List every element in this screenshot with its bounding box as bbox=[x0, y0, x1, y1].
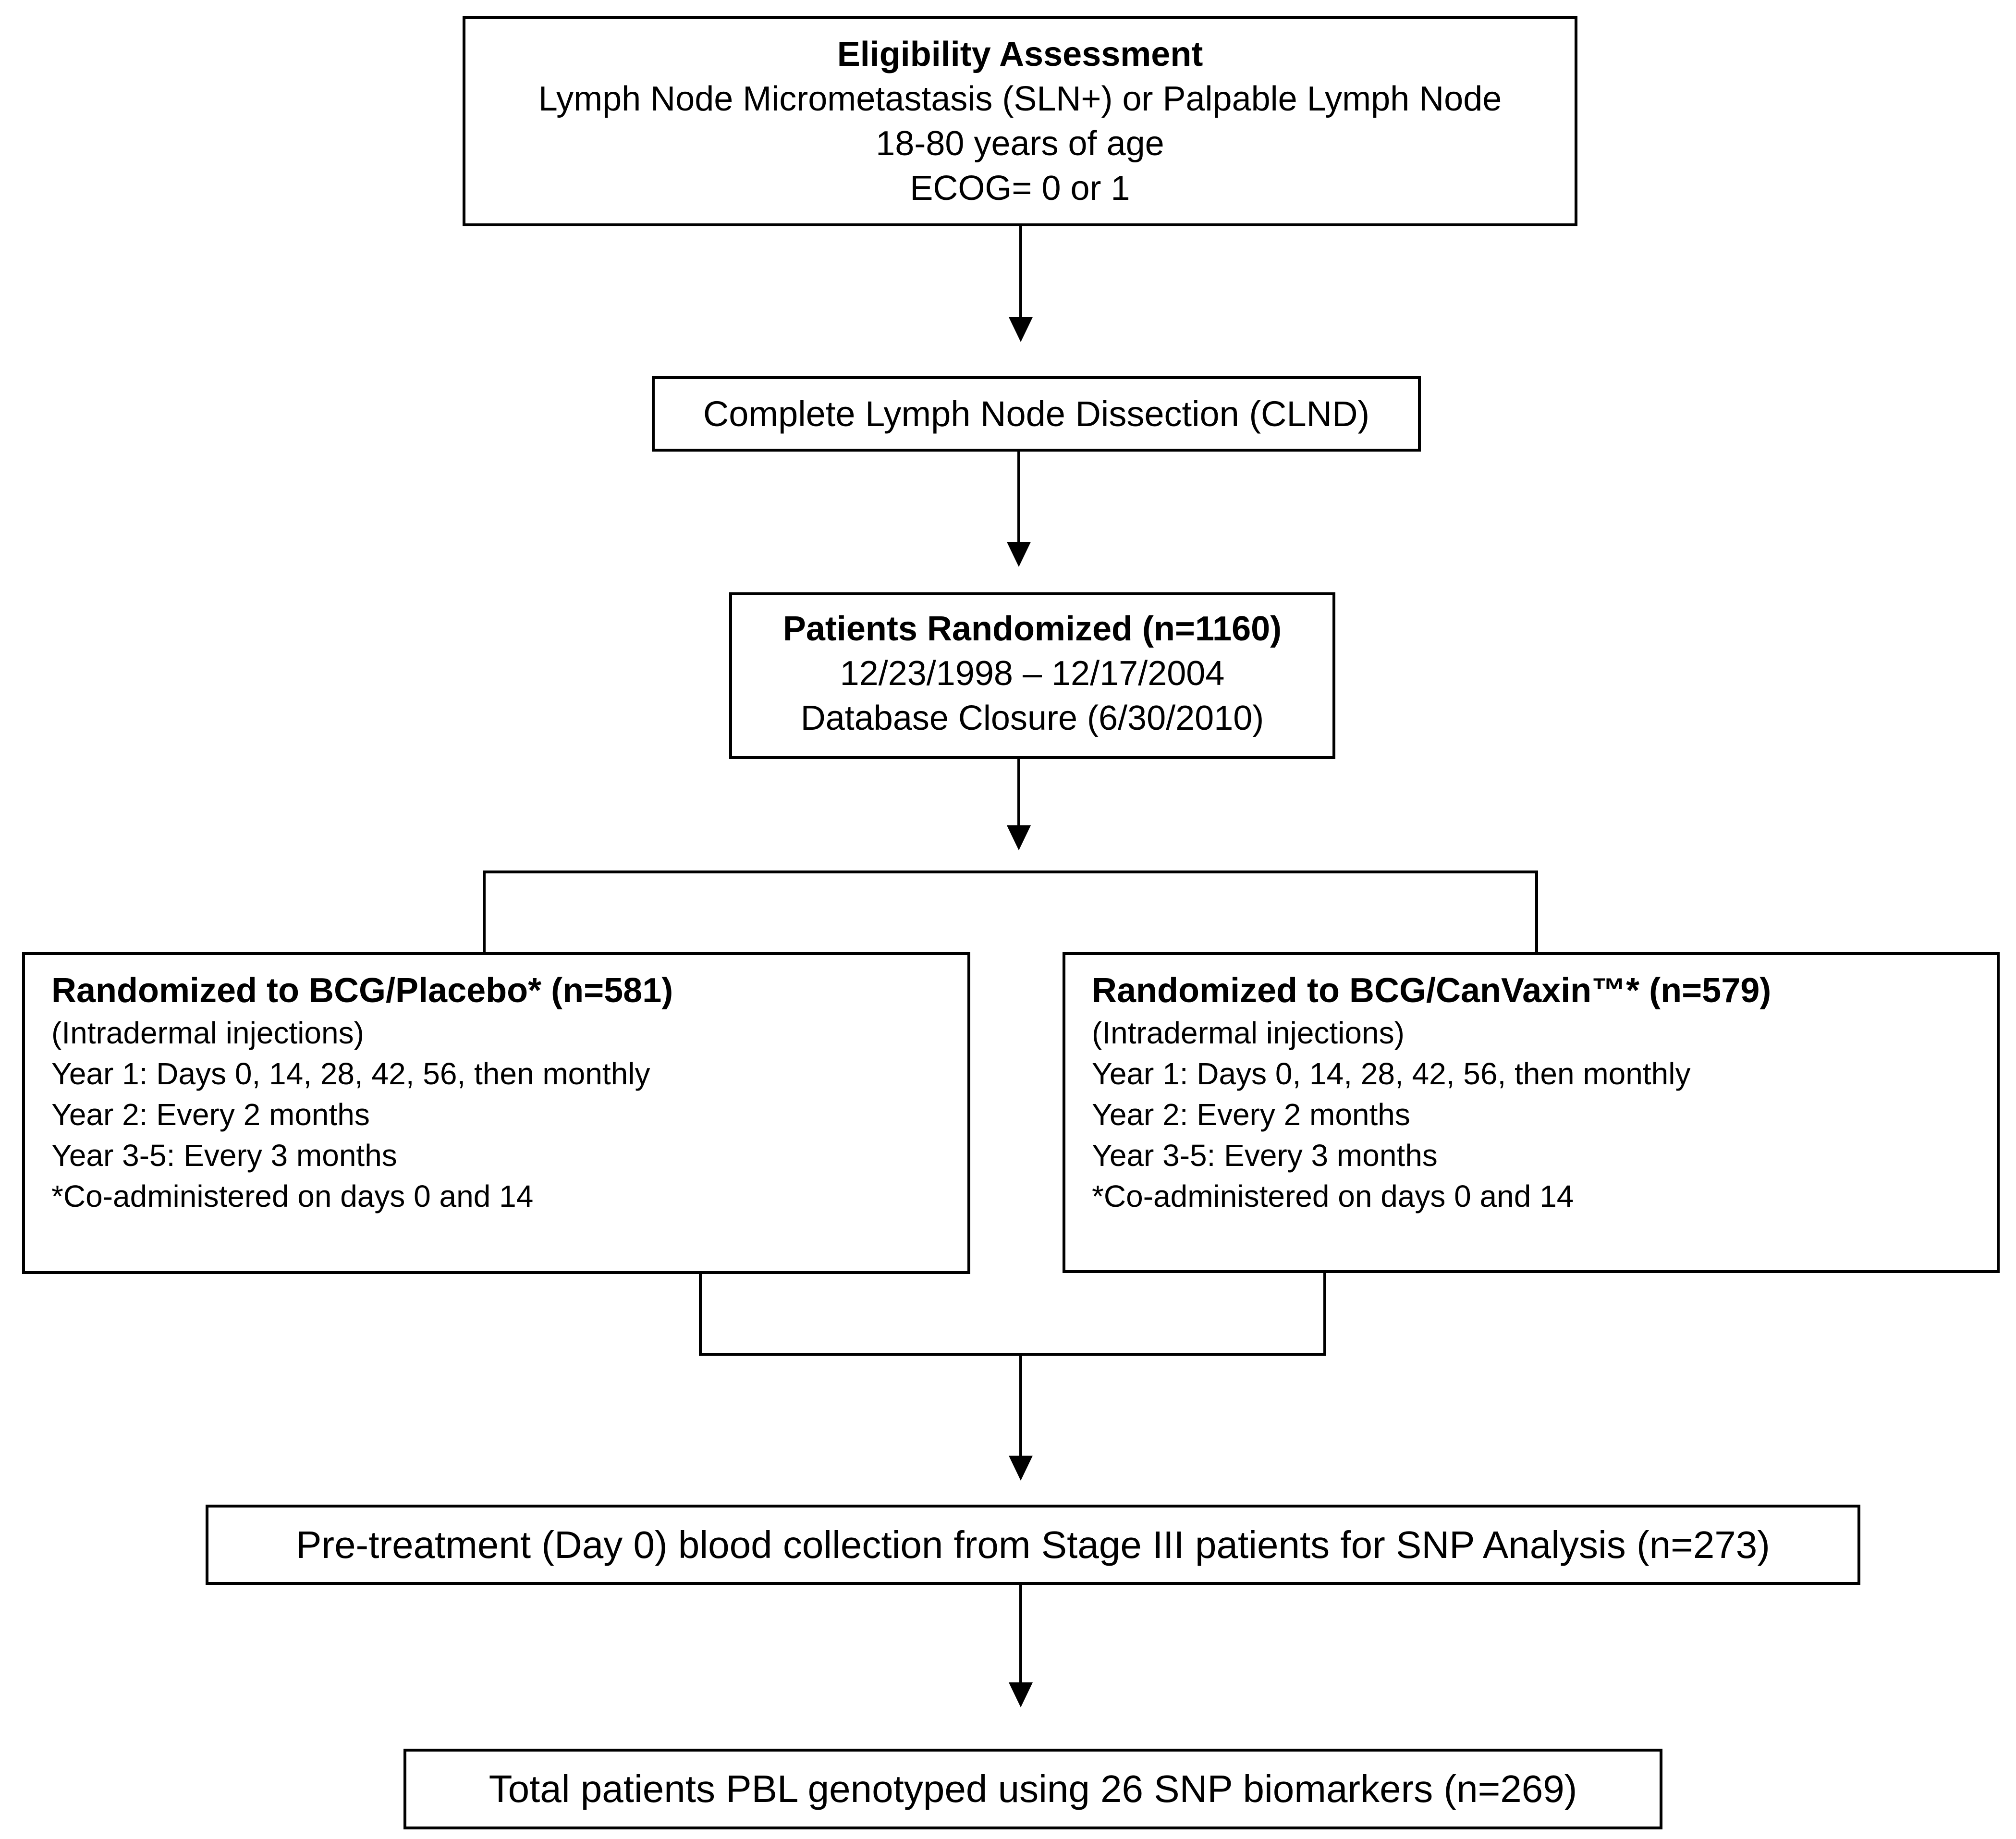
randomized-database-closure: Database Closure (6/30/2010) bbox=[800, 699, 1264, 737]
blood-collection-label: Pre-treatment (Day 0) blood collection f… bbox=[296, 1523, 1770, 1566]
placebo-arm-year3-5: Year 3-5: Every 3 months bbox=[51, 1138, 397, 1173]
arrowhead-randomized-to-split bbox=[1007, 825, 1031, 850]
randomized-title: Patients Randomized (n=1160) bbox=[782, 610, 1282, 648]
placebo-arm-title: Randomized to BCG/Placebo* (n=581) bbox=[51, 971, 673, 1010]
genotyped-box: Total patients PBL genotyped using 26 SN… bbox=[403, 1749, 1662, 1829]
placebo-arm-box: Randomized to BCG/Placebo* (n=581) (Intr… bbox=[22, 952, 970, 1274]
eligibility-criterion-ecog: ECOG= 0 or 1 bbox=[910, 169, 1130, 208]
eligibility-criterion-age: 18-80 years of age bbox=[876, 124, 1164, 163]
split-bracket bbox=[483, 870, 1538, 952]
eligibility-title: Eligibility Assessment bbox=[837, 35, 1203, 74]
eligibility-box: Eligibility Assessment Lymph Node Microm… bbox=[463, 16, 1577, 226]
blood-collection-box: Pre-treatment (Day 0) blood collection f… bbox=[206, 1505, 1860, 1585]
canvaxin-arm-footnote: *Co-administered on days 0 and 14 bbox=[1092, 1179, 1574, 1214]
placebo-arm-route: (Intradermal injections) bbox=[51, 1016, 364, 1050]
canvaxin-arm-year1: Year 1: Days 0, 14, 28, 42, 56, then mon… bbox=[1092, 1056, 1691, 1091]
genotyped-label: Total patients PBL genotyped using 26 SN… bbox=[489, 1767, 1577, 1810]
canvaxin-arm-year3-5: Year 3-5: Every 3 months bbox=[1092, 1138, 1438, 1173]
canvaxin-arm-title: Randomized to BCG/CanVaxin™* (n=579) bbox=[1092, 971, 1772, 1010]
merge-bracket bbox=[699, 1268, 1326, 1356]
placebo-arm-footnote: *Co-administered on days 0 and 14 bbox=[51, 1179, 534, 1214]
arrowhead-merge-to-collection bbox=[1009, 1456, 1033, 1481]
clnd-box: Complete Lymph Node Dissection (CLND) bbox=[652, 376, 1421, 452]
arrowhead-collection-to-genotyped bbox=[1009, 1682, 1033, 1707]
placebo-arm-year1: Year 1: Days 0, 14, 28, 42, 56, then mon… bbox=[51, 1056, 650, 1091]
canvaxin-arm-route: (Intradermal injections) bbox=[1092, 1016, 1405, 1050]
canvaxin-arm-year2: Year 2: Every 2 months bbox=[1092, 1097, 1410, 1132]
randomized-date-range: 12/23/1998 – 12/17/2004 bbox=[840, 654, 1225, 693]
arrowhead-eligibility-to-clnd bbox=[1009, 317, 1033, 342]
eligibility-criterion-nodes: Lymph Node Micrometastasis (SLN+) or Pal… bbox=[538, 80, 1502, 118]
randomized-box: Patients Randomized (n=1160) 12/23/1998 … bbox=[729, 592, 1335, 759]
clnd-label: Complete Lymph Node Dissection (CLND) bbox=[703, 394, 1370, 434]
arrowhead-clnd-to-randomized bbox=[1007, 542, 1031, 567]
canvaxin-arm-box: Randomized to BCG/CanVaxin™* (n=579) (In… bbox=[1063, 952, 2000, 1273]
placebo-arm-year2: Year 2: Every 2 months bbox=[51, 1097, 370, 1132]
